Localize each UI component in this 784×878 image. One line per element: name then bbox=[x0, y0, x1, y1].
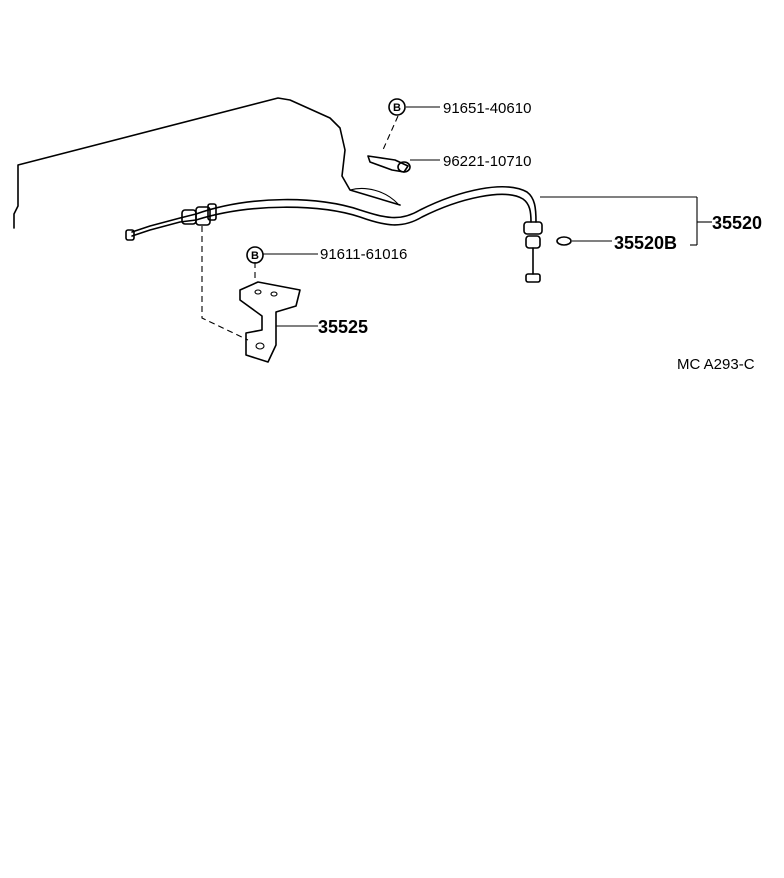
engine-outline bbox=[13, 97, 401, 229]
clip-part bbox=[367, 155, 411, 173]
drawing-code: MC A293-C bbox=[677, 356, 755, 373]
washer-part bbox=[556, 236, 572, 246]
bracket-part bbox=[239, 281, 301, 363]
cable-assembly bbox=[125, 186, 543, 283]
part-label-91651-40610: 91651-40610 bbox=[443, 100, 531, 117]
part-label-35520: 35520 bbox=[712, 213, 762, 233]
part-label-35520b: 35520B bbox=[614, 233, 677, 253]
part-label-96221-10710: 96221-10710 bbox=[443, 153, 531, 170]
badge-b-2: B bbox=[246, 246, 264, 264]
badge-b-1: B bbox=[388, 98, 406, 116]
svg-text:B: B bbox=[251, 250, 259, 262]
svg-text:B: B bbox=[393, 102, 401, 114]
part-label-35525: 35525 bbox=[318, 317, 368, 337]
leader-lines bbox=[201, 106, 712, 341]
part-label-91611-61016: 91611-61016 bbox=[320, 246, 407, 263]
